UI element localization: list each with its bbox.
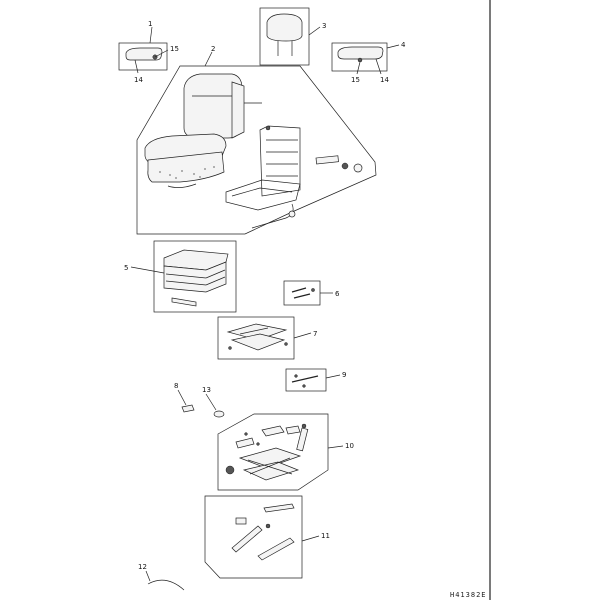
callout-2: 2 [211, 45, 215, 53]
cable-wire [147, 579, 185, 591]
callout-11: 11 [321, 532, 330, 540]
part-5-box [153, 240, 237, 313]
callout-15-left: 15 [170, 45, 179, 53]
leader-5 [130, 266, 165, 274]
part-7-slide-rails: 7 [217, 316, 317, 360]
part-6-hardware-kit: 6 [283, 280, 340, 306]
leader-14-right [375, 58, 382, 75]
part-6-box [283, 280, 321, 306]
part-8-clip: 8 [174, 382, 195, 413]
leader-11 [301, 535, 320, 542]
callout-13: 13 [202, 386, 211, 394]
part-9-box [285, 368, 327, 392]
seat-cushion-base [147, 151, 225, 183]
part-5-suspension-boot: 5 [124, 240, 237, 313]
callout-7: 7 [313, 330, 317, 338]
part-13-cap: 13 [202, 386, 225, 418]
figure-reference: H41382E [450, 591, 487, 599]
callout-6: 6 [335, 290, 340, 298]
seat-frame [225, 125, 301, 211]
seat-foam-texture [159, 166, 215, 179]
backrest-side-panel [231, 81, 245, 139]
part-12-cable: 12 [138, 563, 185, 591]
part-10-outline [217, 413, 329, 491]
callout-5: 5 [124, 264, 128, 272]
armrest-right-pivot [357, 57, 363, 63]
part-10-suspension-mechanism: 10 [217, 413, 354, 491]
leader-14-left [134, 59, 139, 74]
scissor-frame [238, 447, 302, 481]
leader-12 [145, 570, 151, 582]
callout-8: 8 [174, 382, 178, 390]
sensor-wire [251, 203, 294, 229]
part-1-box [118, 42, 168, 71]
sensor-plug [288, 210, 296, 218]
part-2-seat-assembly: 2 [136, 45, 377, 235]
leader-10 [327, 445, 344, 449]
leader-8 [177, 389, 187, 406]
headrest-cushion [266, 13, 303, 42]
boot-strap [171, 297, 197, 307]
leader-3 [308, 26, 321, 36]
callout-10: 10 [345, 442, 354, 450]
armrest-right-shape [337, 46, 384, 60]
leader-1 [149, 26, 153, 44]
callout-1: 1 [148, 20, 152, 28]
callout-15-right: 15 [351, 76, 360, 84]
callout-4: 4 [401, 41, 406, 49]
callout-3: 3 [322, 22, 326, 30]
callout-9: 9 [342, 371, 346, 379]
callout-12: 12 [138, 563, 147, 571]
part-4-right-armrest: 4 15 14 [331, 41, 406, 84]
leader-7 [293, 332, 312, 339]
part-1-left-armrest: 1 15 14 [118, 20, 179, 84]
rail-right-bar [257, 537, 295, 561]
rail-upper-bar [263, 503, 295, 513]
part-3-headrest: 3 [259, 7, 326, 66]
leader-15-right [356, 61, 361, 75]
leader-13 [205, 393, 217, 411]
mechanism-small-parts [235, 425, 301, 449]
rail-bracket [235, 517, 247, 525]
part-11-outline [204, 495, 303, 579]
part-11-mounting-rails: 11 [204, 495, 330, 579]
part-3-box [259, 7, 310, 66]
part-9-bolt-set: 9 [285, 368, 346, 392]
leader-9 [325, 374, 341, 379]
adjustment-rod [315, 155, 363, 173]
part-4-box [331, 42, 388, 72]
leader-15-left [154, 49, 169, 58]
callout-14-left: 14 [134, 76, 143, 84]
height-knob [225, 465, 235, 475]
callout-14-right: 14 [380, 76, 389, 84]
rail-left-bar [231, 525, 263, 553]
leader-4 [386, 44, 400, 49]
seat-cable [167, 183, 197, 188]
shock-absorber [296, 423, 309, 452]
leader-2 [204, 51, 213, 67]
